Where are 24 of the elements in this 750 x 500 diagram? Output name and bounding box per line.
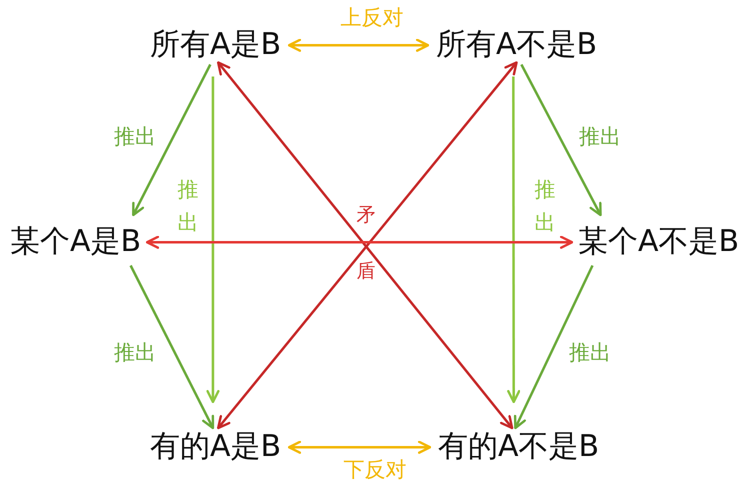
edge-label: 下反对 <box>344 457 406 483</box>
double-arrow <box>288 440 432 454</box>
edge-label: 推出 <box>178 176 198 236</box>
arrow <box>520 64 602 216</box>
proposition-text: 某个A不是B <box>578 225 740 260</box>
edge-label: 上反对 <box>340 5 404 31</box>
double-arrow <box>146 236 574 249</box>
edge-label: 推出 <box>114 340 156 366</box>
arrow <box>132 64 212 216</box>
proposition-text: 有的A是B <box>150 430 282 464</box>
center-label: 矛盾 <box>356 203 376 284</box>
double-arrow <box>288 38 430 52</box>
arrow <box>206 76 220 404</box>
arrow <box>130 264 214 430</box>
proposition-text: 所有A是B <box>150 28 282 62</box>
arrow <box>514 264 594 430</box>
edge-label: 推出 <box>534 176 556 236</box>
edge-label: 推出 <box>569 340 611 366</box>
proposition-text: 有的A不是B <box>438 430 600 464</box>
arrow <box>507 76 520 404</box>
proposition-text: 某个A是B <box>10 225 142 260</box>
edge-label: 推出 <box>114 124 156 150</box>
proposition-text: 所有A不是B <box>436 28 598 62</box>
edge-label: 推出 <box>579 124 621 150</box>
